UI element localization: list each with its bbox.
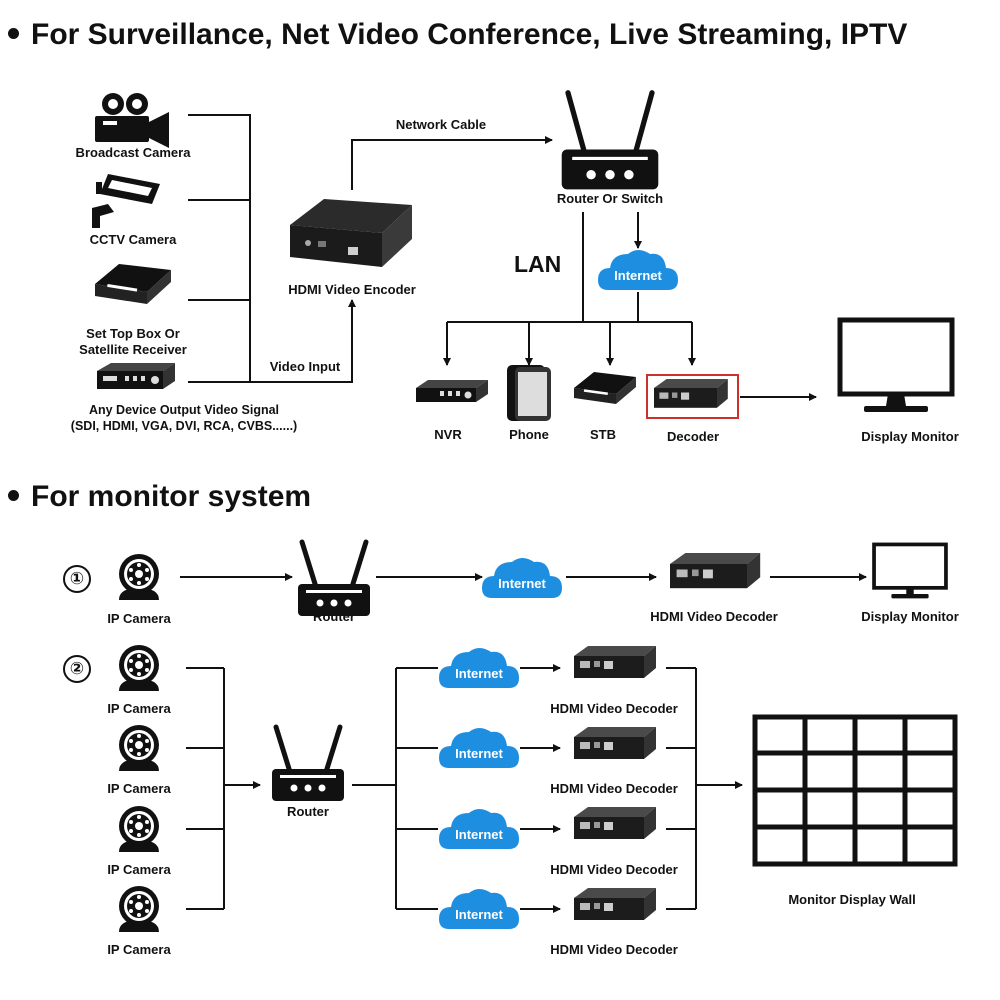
scenario2-decoder-label-3: HDMI Video Decoder — [550, 862, 678, 877]
bullet-icon — [8, 489, 19, 501]
decoder-highlight-box — [646, 374, 739, 419]
network-cable-label: Network Cable — [395, 117, 487, 132]
top-section-connectors — [188, 114, 817, 401]
scenario1-ip-camera-label: IP Camera — [107, 611, 171, 626]
scenario2-internet-label-3: Internet — [455, 827, 503, 842]
lan-label: LAN — [514, 251, 562, 277]
any-device-label-line2: (SDI, HDMI, VGA, DVI, RCA, CVBS......) — [70, 419, 298, 433]
monitor-display-wall-icon — [752, 714, 958, 867]
heading-top: For Surveillance, Net Video Conference, … — [8, 18, 907, 52]
broadcast-camera-label: Broadcast Camera — [75, 145, 191, 160]
video-input-label: Video Input — [269, 359, 341, 374]
scenario1-decoder-icon — [670, 553, 761, 589]
scenario2-ip-camera-label-2: IP Camera — [107, 781, 171, 796]
scenario2-decoder-1-icon — [574, 646, 656, 678]
scenario2-ip-camera-1-icon — [119, 645, 159, 691]
cctv-camera-icon — [92, 174, 160, 228]
set-top-box-label-line2: Satellite Receiver — [79, 342, 187, 357]
bullet-icon — [8, 27, 19, 39]
dvr-device-icon — [97, 363, 175, 389]
scenario2-decoder-2-icon — [574, 727, 656, 759]
cctv-camera-label: CCTV Camera — [89, 232, 177, 247]
scenario2-internet-label-2: Internet — [455, 746, 503, 761]
display-monitor-icon — [837, 317, 955, 412]
scenario2-internet-label-1: Internet — [455, 666, 503, 681]
stb-icon — [574, 372, 636, 404]
scenario1-display-monitor-icon — [872, 542, 948, 599]
scenario1-decoder-label: HDMI Video Decoder — [650, 609, 778, 624]
any-device-label-line1: Any Device Output Video Signal — [88, 403, 280, 417]
scenario2-router-icon — [272, 727, 344, 801]
stb-label: STB — [590, 427, 616, 442]
scenario1-router-icon — [298, 542, 370, 616]
broadcast-camera-icon — [95, 93, 169, 148]
scenario2-ip-camera-3-icon — [119, 806, 159, 852]
heading-bottom: For monitor system — [8, 480, 311, 514]
set-top-box-label-line1: Set Top Box Or — [86, 326, 180, 341]
heading-bottom-text: For monitor system — [31, 480, 312, 513]
router-switch-icon — [561, 90, 659, 190]
scenario1-router-label: Router — [313, 609, 355, 624]
scenario1-number-badge: ① — [63, 565, 91, 593]
phone-label: Phone — [509, 427, 549, 442]
scenario2-connectors — [186, 664, 743, 913]
decoder-icon — [654, 379, 728, 408]
phone-icon — [507, 365, 551, 421]
decoder-label: Decoder — [666, 429, 720, 444]
heading-top-text: For Surveillance, Net Video Conference, … — [31, 18, 908, 51]
scenario2-decoder-label-2: HDMI Video Decoder — [550, 781, 678, 796]
scenario2-ip-camera-label-4: IP Camera — [107, 942, 171, 957]
nvr-icon — [416, 380, 488, 402]
internet-cloud-label: Internet — [614, 268, 662, 283]
scenario2-ip-camera-label-1: IP Camera — [107, 701, 171, 716]
scenario2-number-badge: ② — [63, 655, 91, 683]
scenario2-decoder-label-1: HDMI Video Decoder — [550, 701, 678, 716]
scenario2-decoder-3-icon — [574, 807, 656, 839]
hdmi-encoder-icon — [290, 199, 412, 267]
display-monitor-label: Display Monitor — [861, 429, 959, 444]
nvr-label: NVR — [434, 427, 462, 442]
set-top-box-icon — [95, 264, 171, 304]
scenario2-ip-camera-2-icon — [119, 725, 159, 771]
scenario1-display-label: Display Monitor — [861, 609, 959, 624]
scenario2-decoder-label-4: HDMI Video Decoder — [550, 942, 678, 957]
monitor-wall-label: Monitor Display Wall — [788, 892, 916, 907]
router-switch-label: Router Or Switch — [556, 191, 664, 206]
scenario2-router-label: Router — [287, 804, 329, 819]
hdmi-encoder-label: HDMI Video Encoder — [288, 282, 416, 297]
scenario2-ip-camera-label-3: IP Camera — [107, 862, 171, 877]
scenario2-internet-label-4: Internet — [455, 907, 503, 922]
scenario2-ip-camera-4-icon — [119, 886, 159, 932]
scenario1-ip-camera-icon — [119, 554, 159, 600]
scenario2-decoder-4-icon — [574, 888, 656, 920]
scenario1-internet-label: Internet — [498, 576, 546, 591]
